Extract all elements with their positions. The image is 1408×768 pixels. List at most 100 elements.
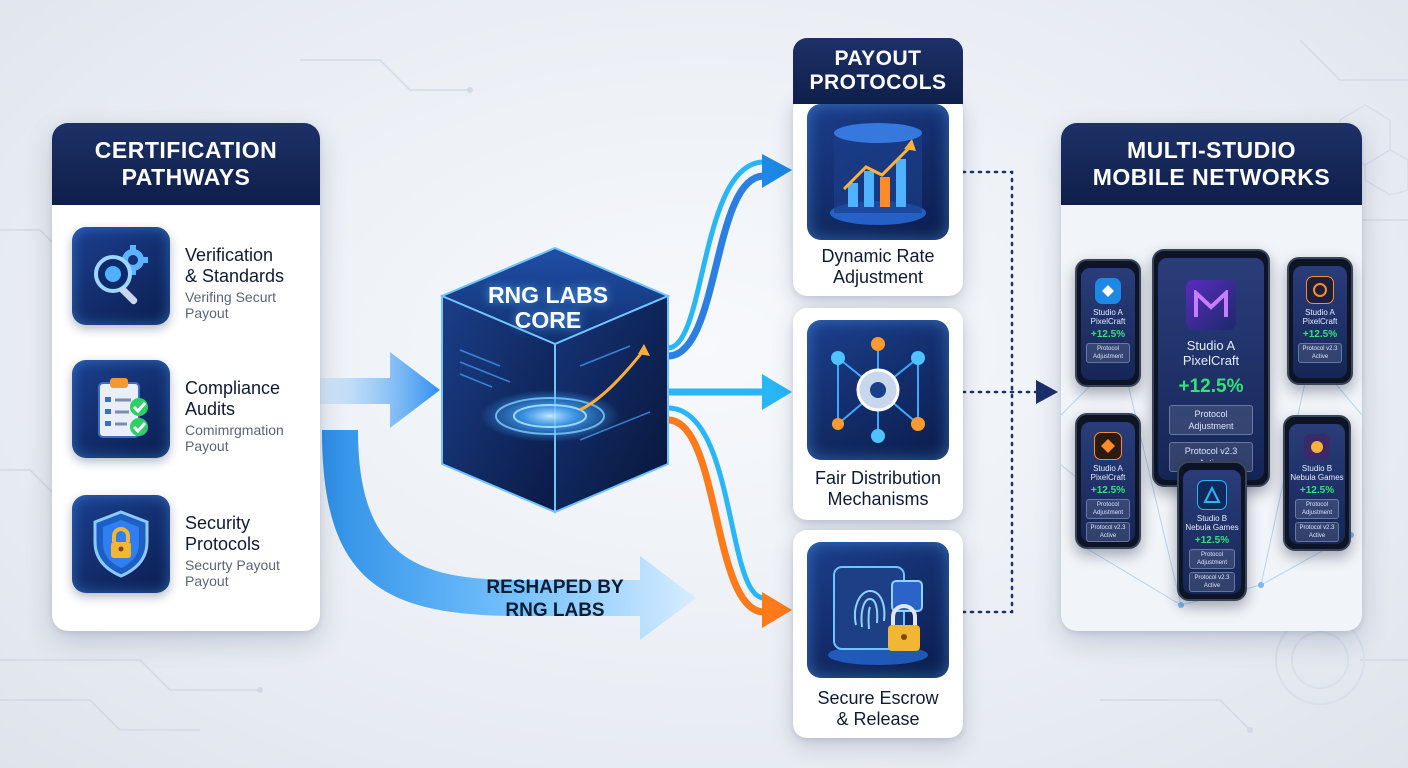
- phone-studio-b-1-growth: +12.5%: [1194, 535, 1230, 546]
- multi-studio-header: MULTI-STUDIO MOBILE NETWORKS: [1061, 123, 1362, 205]
- cert-title-compliance-2: Audits: [185, 399, 236, 419]
- connector-bottom: [961, 390, 1014, 614]
- studio-app-icon: [1186, 280, 1236, 330]
- cert-sub-compliance-1: Comimrgmation: [185, 422, 284, 438]
- multi-title-line2: MOBILE NETWORKS: [1092, 164, 1331, 190]
- payout-label-fair-distribution: Fair Distribution Mechanisms: [793, 468, 963, 510]
- phone-studio-b-2: Studio B Nebula Games +12.5% Protocol Ad…: [1283, 415, 1351, 551]
- phone-studio-b-2-name: Studio B Nebula Games: [1290, 464, 1343, 482]
- phone-studio-a-3-name-2: PixelCraft: [1090, 473, 1126, 482]
- studio-app-icon: [1304, 434, 1330, 460]
- payout-label-secure-escrow-2: & Release: [836, 709, 920, 729]
- payout-label-secure-escrow-1: Secure Escrow: [817, 688, 939, 708]
- gear-magnifier-icon: [72, 227, 170, 325]
- core-title-line1: RNG LABS: [487, 282, 609, 308]
- arrowhead-mid: [762, 374, 792, 410]
- phone-studio-b-2-name-2: Nebula Games: [1290, 473, 1344, 482]
- rising-chart-cylinder-icon: [807, 104, 949, 240]
- phone-studio-a-3-pill-2: Protocol v2.3 Active: [1086, 522, 1130, 542]
- reshaped-arrow: [322, 430, 696, 640]
- phone-studio-a-1-name-2: PixelCraft: [1090, 317, 1126, 326]
- phone-studio-b-1-pill-1: Protocol Adjustment: [1188, 549, 1236, 569]
- certification-title-line1: CERTIFICATION: [94, 137, 278, 163]
- main-phone-growth: +12.5%: [1178, 376, 1244, 397]
- phone-studio-b-2-growth: +12.5%: [1299, 485, 1335, 496]
- main-phone-name-2: PixelCraft: [1182, 353, 1240, 368]
- phone-studio-a-3-name-1: Studio A: [1093, 464, 1123, 473]
- studio-app-icon: [1094, 432, 1122, 460]
- arrowhead-bottom: [762, 592, 792, 628]
- payout-card-dynamic-rate: Dynamic Rate Adjustment: [793, 96, 963, 296]
- phone-studio-b-1-name-1: Studio B: [1196, 514, 1228, 523]
- gear-network-icon: [807, 320, 949, 460]
- clipboard-checklist-icon: [72, 360, 170, 458]
- cert-title-compliance-1: Compliance: [185, 378, 281, 398]
- reshaped-label: RESHAPED BY RNG LABS: [470, 576, 640, 622]
- cert-sub-verification-2: Payout: [185, 305, 229, 321]
- core-title-line2: CORE: [514, 307, 582, 333]
- payout-label-dynamic-rate-1: Dynamic Rate: [821, 246, 935, 266]
- phone-studio-a-3-pill-1: Protocol Adjustment: [1086, 499, 1130, 519]
- cert-sub-security-1: Securty Payout: [185, 557, 280, 573]
- connector-top: [961, 170, 1014, 394]
- reshaped-line1: RESHAPED BY: [486, 577, 624, 598]
- payout-label-fair-distribution-1: Fair Distribution: [814, 468, 942, 488]
- phone-studio-b-1-pill-2: Protocol v2.3 Active: [1188, 572, 1236, 592]
- cert-item-verification: Verification & Standards Verifing Securt…: [72, 227, 312, 327]
- payout-label-secure-escrow: Secure Escrow & Release: [793, 688, 963, 730]
- phone-studio-a-2-name: Studio A PixelCraft: [1303, 308, 1338, 326]
- certification-title-line2: PATHWAYS: [121, 164, 251, 190]
- payout-label-fair-distribution-2: Mechanisms: [827, 489, 929, 509]
- payout-header: PAYOUT PROTOCOLS: [793, 38, 963, 104]
- cert-item-security: Security Protocols Securty Payout Payout: [72, 495, 312, 595]
- phone-studio-b-2-name-1: Studio B: [1301, 464, 1333, 473]
- phone-studio-a-2-growth: +12.5%: [1302, 329, 1338, 340]
- cert-sub-compliance-2: Payout: [185, 438, 229, 454]
- phone-studio-a-2-name-2: PixelCraft: [1302, 317, 1338, 326]
- payout-title-line2: PROTOCOLS: [809, 71, 947, 94]
- reshaped-line2: RNG LABS: [505, 600, 605, 621]
- certification-header: CERTIFICATION PATHWAYS: [52, 123, 320, 205]
- cert-title-security-2: Protocols: [185, 534, 261, 554]
- payout-card-fair-distribution: Fair Distribution Mechanisms: [793, 308, 963, 520]
- phone-studio-a-1-pill-1: Protocol Adjustment: [1086, 343, 1130, 363]
- certification-panel: CERTIFICATION PATHWAYS Verification & St…: [52, 123, 320, 631]
- phone-studio-b-2-pill-2: Protocol v2.3 Active: [1294, 522, 1340, 542]
- cert-title-verification-2: & Standards: [185, 266, 285, 286]
- cert-sub-verification-1: Verifing Securt: [185, 289, 277, 305]
- shield-lock-icon: [72, 495, 170, 593]
- payout-card-secure-escrow: Secure Escrow & Release: [793, 530, 963, 738]
- phone-studio-a-2-name-1: Studio A: [1305, 308, 1335, 317]
- payout-title-line1: PAYOUT: [834, 47, 922, 70]
- studio-app-icon: [1197, 480, 1227, 510]
- cert-title-verification-1: Verification: [185, 245, 274, 265]
- main-phone-pill-1: Protocol Adjustment: [1168, 405, 1254, 435]
- phone-studio-a-2-pill-1: Protocol v2.3 Active: [1298, 343, 1342, 363]
- input-arrow: [300, 352, 440, 428]
- phone-studio-a-2: Studio A PixelCraft +12.5% Protocol v2.3…: [1287, 257, 1353, 385]
- fingerprint-vault-lock-icon: [807, 542, 949, 678]
- phone-studio-b-1: Studio B Nebula Games +12.5% Protocol Ad…: [1177, 461, 1247, 601]
- phone-studio-a-3: Studio A PixelCraft +12.5% Protocol Adju…: [1075, 413, 1141, 549]
- cert-title-security-1: Security: [185, 513, 251, 533]
- multi-title-line1: MULTI-STUDIO: [1126, 137, 1297, 163]
- rng-core-cube: [439, 246, 671, 514]
- main-phone-name: Studio A PixelCraft: [1183, 338, 1239, 368]
- phone-studio-a-1-name-1: Studio A: [1093, 308, 1123, 317]
- flow-line-orange-bottom: [664, 416, 768, 616]
- flow-line-blue-top: [664, 172, 768, 360]
- flow-line-cyan-top: [665, 159, 767, 351]
- main-phone-name-1: Studio A: [1186, 338, 1236, 353]
- phone-studio-b-1-name-2: Nebula Games: [1185, 523, 1239, 532]
- studio-app-icon: [1095, 278, 1121, 304]
- phone-main: Studio A PixelCraft +12.5% Protocol Adju…: [1152, 249, 1270, 487]
- phone-studio-b-1-name: Studio B Nebula Games: [1185, 514, 1238, 532]
- phone-studio-b-2-pill-1: Protocol Adjustment: [1294, 499, 1340, 519]
- core-title: RNG LABS CORE: [468, 283, 628, 333]
- phone-studio-a-1-growth: +12.5%: [1090, 329, 1126, 340]
- phone-studio-a-3-name: Studio A PixelCraft: [1091, 464, 1126, 482]
- payout-label-dynamic-rate-2: Adjustment: [832, 267, 924, 287]
- arrowhead-top: [762, 154, 792, 188]
- connector-arrowhead: [1036, 380, 1058, 404]
